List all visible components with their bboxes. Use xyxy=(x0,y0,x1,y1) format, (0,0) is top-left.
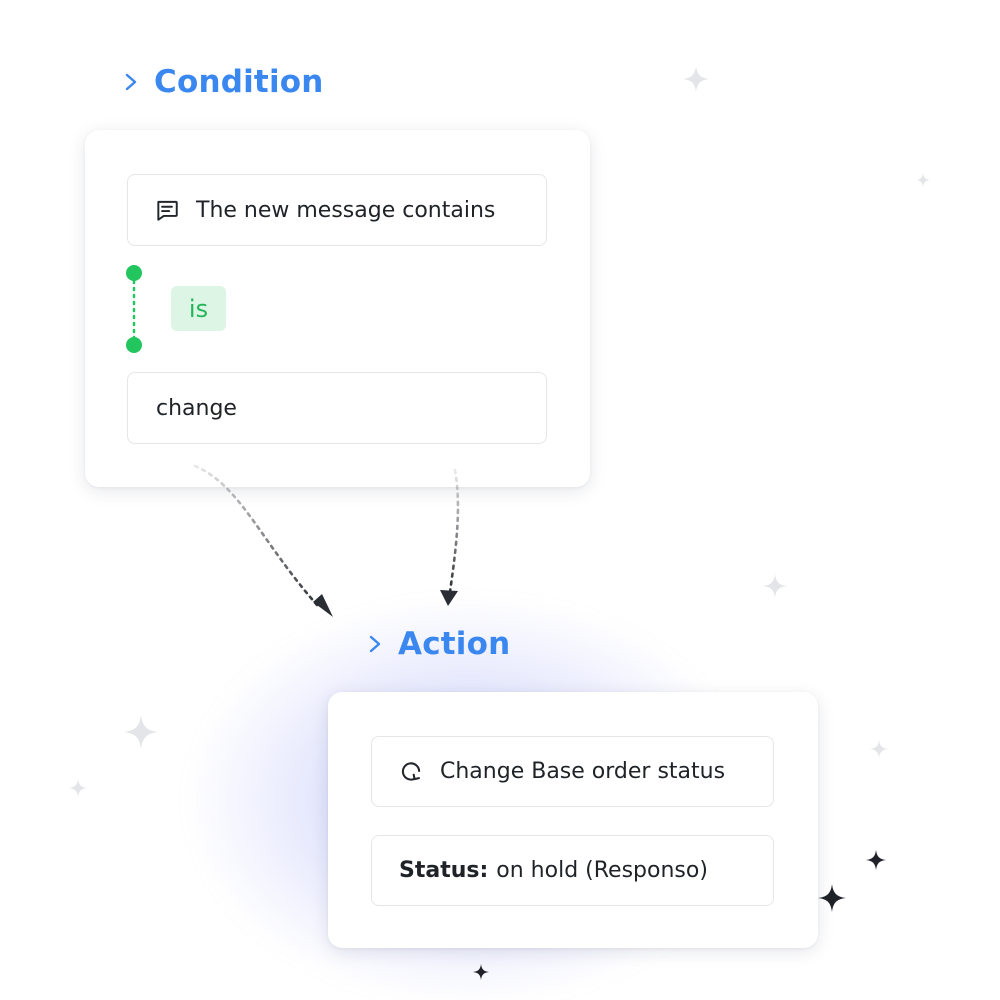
action-card: Change Base order status Status: on hold… xyxy=(328,692,818,948)
action-header[interactable]: Action xyxy=(368,626,510,662)
arrow-left xyxy=(193,464,319,607)
status-label: Status: xyxy=(399,858,489,883)
condition-header[interactable]: Condition xyxy=(124,64,324,100)
chevron-right-icon xyxy=(369,635,381,653)
trigger-field[interactable]: The new message contains xyxy=(127,174,547,246)
operator-badge[interactable]: is xyxy=(171,286,226,331)
chevron-right-icon xyxy=(125,73,137,91)
sparkle-icon xyxy=(473,964,489,980)
action-step-field[interactable]: Change Base order status xyxy=(371,736,774,807)
action-step-label: Change Base order status xyxy=(440,759,726,784)
sparkle-icon xyxy=(69,779,87,797)
connector-line xyxy=(126,265,142,353)
arrow-left-head xyxy=(313,594,333,617)
refresh-icon xyxy=(401,761,421,781)
value-text: change xyxy=(156,395,237,421)
condition-title: Condition xyxy=(154,64,324,100)
value-field[interactable]: change xyxy=(127,372,547,444)
sparkle-icon xyxy=(763,574,787,598)
sparkle-icon xyxy=(818,884,846,912)
action-title: Action xyxy=(398,626,511,662)
arrow-right xyxy=(448,468,460,594)
condition-card: The new message contains is change xyxy=(85,130,590,487)
arrow-right-head xyxy=(440,590,458,606)
sparkle-icon xyxy=(870,740,888,758)
status-value: on hold (Responso) xyxy=(496,858,708,883)
sparkle-icon xyxy=(683,66,709,92)
sparkle-icon xyxy=(124,715,158,749)
message-icon xyxy=(157,200,178,221)
sparkle-icon xyxy=(866,850,886,870)
status-field[interactable]: Status: on hold (Responso) xyxy=(371,835,774,906)
sparkle-icon xyxy=(916,173,930,187)
trigger-label: The new message contains xyxy=(196,197,496,223)
